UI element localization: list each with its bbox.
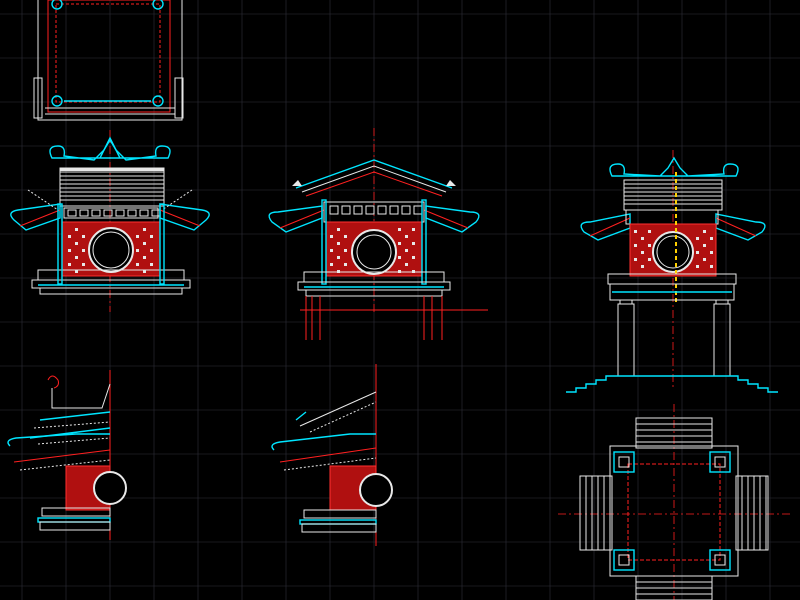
pillar-elevation-view[interactable] [566, 150, 778, 393]
plan-view-top-left[interactable] [33, 0, 184, 121]
floor-plan-view-right[interactable] [558, 404, 790, 600]
half-section-view-left[interactable] [7, 370, 127, 540]
half-section-view-center[interactable] [271, 364, 393, 546]
side-elevation-view[interactable] [268, 128, 488, 340]
front-elevation-view[interactable] [10, 130, 210, 312]
